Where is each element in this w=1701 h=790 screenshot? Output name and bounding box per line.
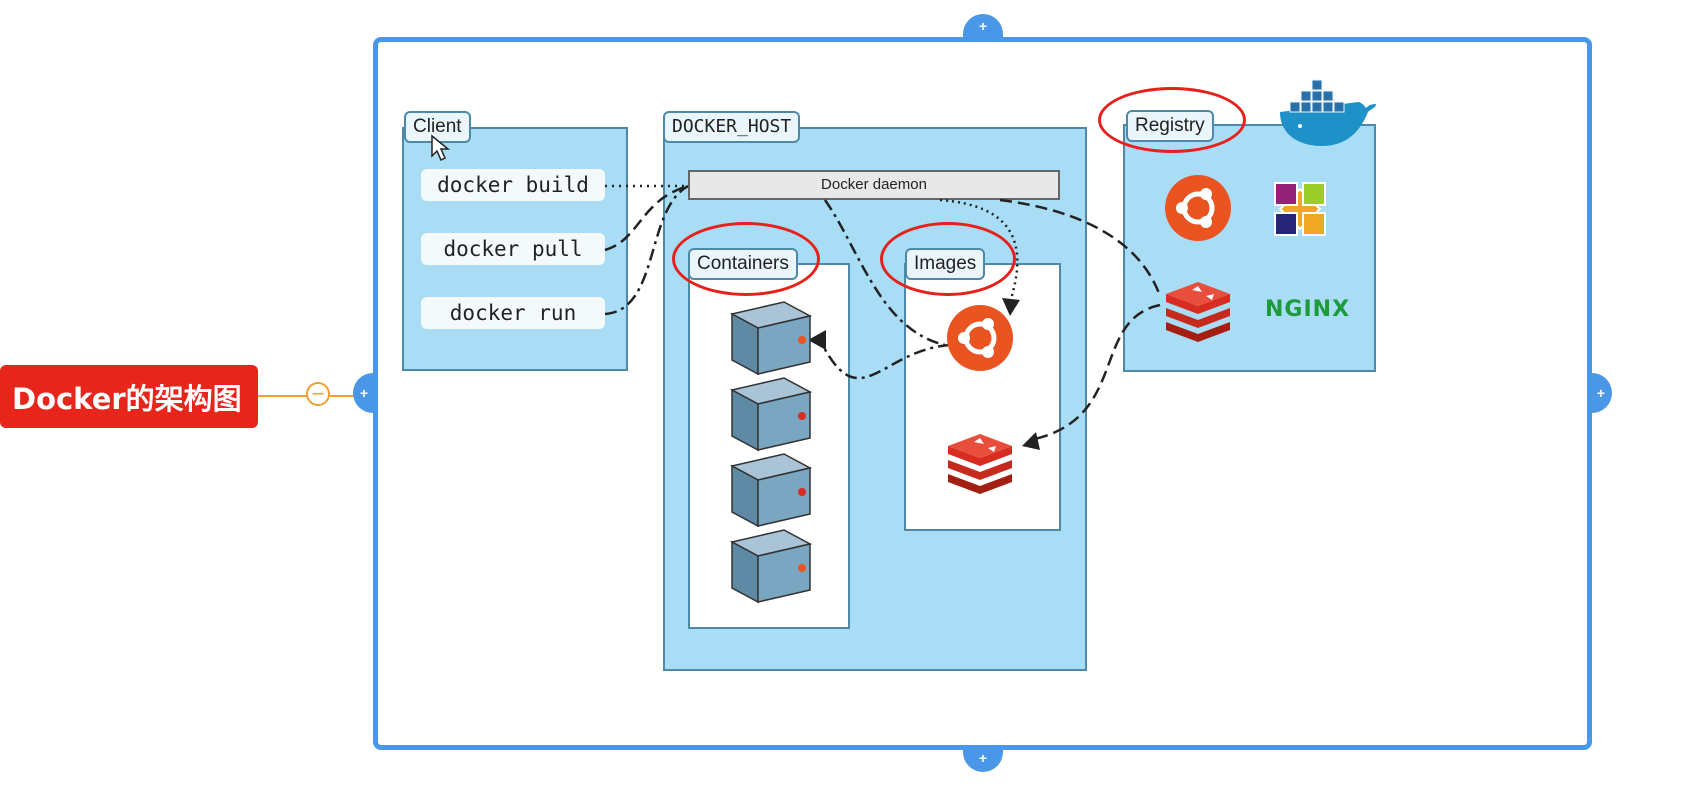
run-connector <box>604 184 689 316</box>
command-docker-pull: docker pull <box>421 233 605 265</box>
daemon-to-registry-connector <box>999 198 1162 297</box>
highlight-circle-containers <box>672 222 820 296</box>
highlight-circle-registry <box>1098 87 1246 153</box>
registry-to-image-connector <box>1029 303 1161 442</box>
redis-image-icon <box>948 434 1012 494</box>
resize-handle-left[interactable]: + <box>353 373 375 413</box>
collapse-button[interactable]: − <box>306 382 330 406</box>
image-to-container-connector <box>818 339 951 380</box>
highlight-circle-images <box>880 222 1016 296</box>
pull-connector <box>604 184 689 252</box>
command-docker-build: docker build <box>421 169 605 201</box>
container-stack <box>729 301 813 604</box>
daemon-to-image-connector <box>939 198 1019 303</box>
docker-daemon-bar: Docker daemon <box>688 170 1060 200</box>
nginx-logo-text: NGINX <box>1265 297 1351 322</box>
ubuntu-image-icon <box>947 305 1013 371</box>
arrowhead-redis-image <box>1022 432 1040 450</box>
container-icon-2 <box>729 377 813 452</box>
arrowhead-image <box>1002 298 1020 316</box>
redis-registry-icon <box>1166 282 1230 342</box>
central-topic[interactable]: Docker的架构图 <box>0 365 258 428</box>
registry-panel <box>1123 124 1376 372</box>
image-selection-frame[interactable] <box>373 37 1592 750</box>
docker-host-title: DOCKER_HOST <box>663 111 801 143</box>
centos-registry-icon <box>1274 182 1326 236</box>
container-icon-3 <box>729 453 813 528</box>
docker-whale-icon <box>1280 79 1376 146</box>
ubuntu-registry-icon <box>1165 175 1231 241</box>
container-icon-4 <box>729 529 813 604</box>
resize-handle-right[interactable]: + <box>1590 373 1612 413</box>
daemon-to-image-curve <box>823 199 946 347</box>
container-icon-1 <box>729 301 813 376</box>
mouse-cursor-icon <box>431 134 451 162</box>
topic-label: Docker的架构图 <box>12 381 242 416</box>
command-docker-run: docker run <box>421 297 605 329</box>
arrowhead-container <box>808 330 826 350</box>
